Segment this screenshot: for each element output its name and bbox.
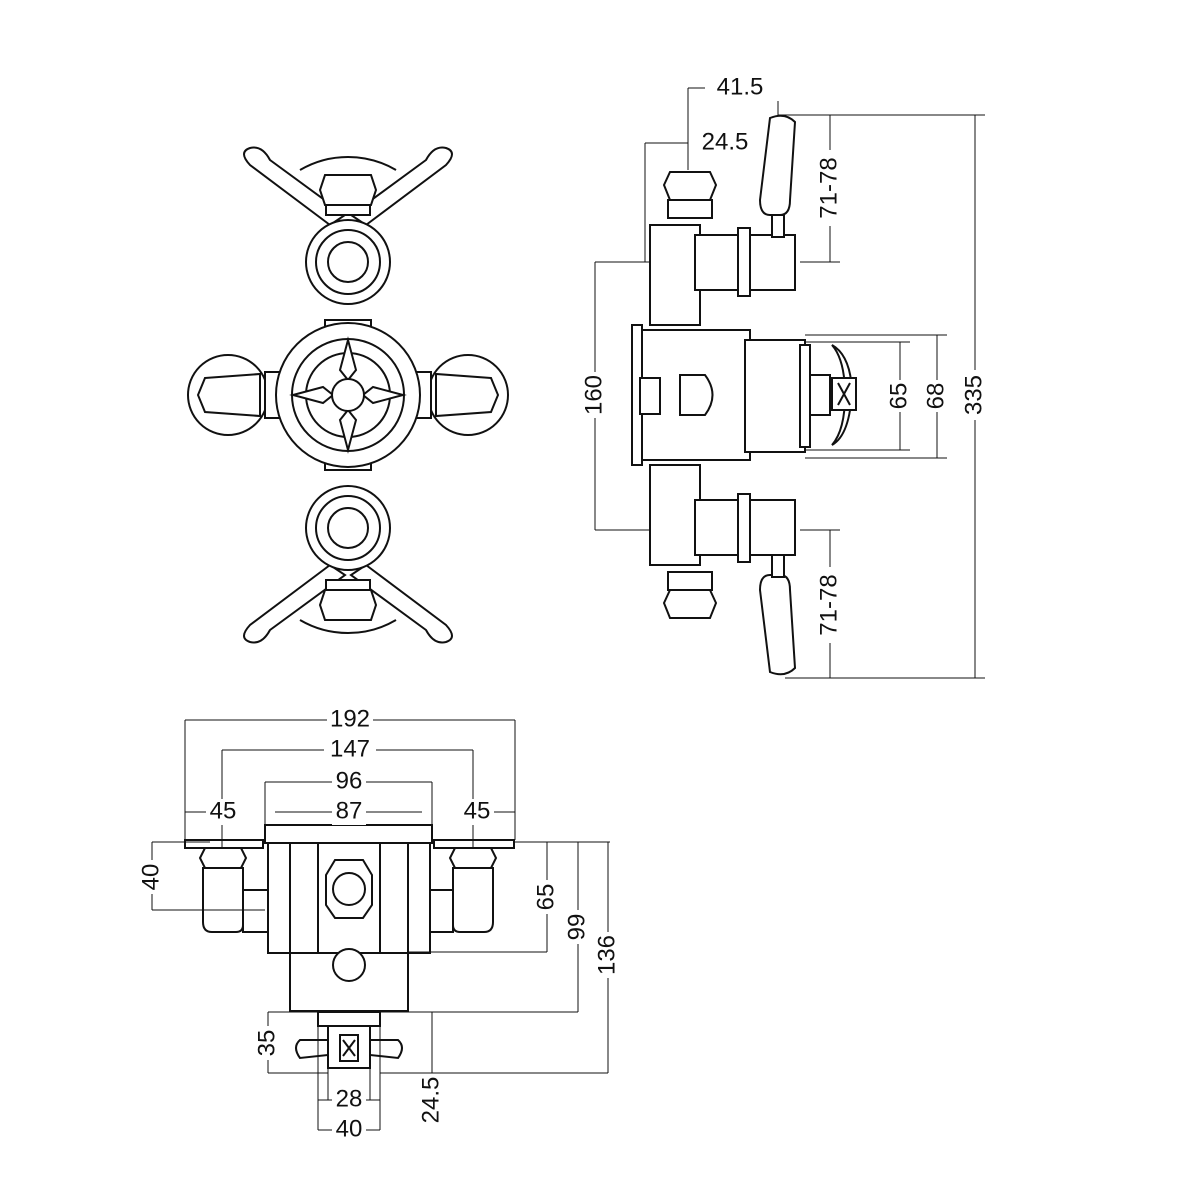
- dim-45-left: 45: [210, 797, 237, 824]
- dim-99: 99: [563, 914, 590, 941]
- right-inlet: [452, 867, 494, 933]
- dim-65: 65: [885, 383, 912, 410]
- wall-plate: [264, 824, 433, 844]
- dim-68: 68: [922, 383, 949, 410]
- dim-335: 335: [960, 375, 987, 415]
- dim-24.5-spindle: 24.5: [417, 1077, 444, 1124]
- dim-96: 96: [336, 767, 363, 794]
- dim-40-depth: 40: [137, 864, 164, 891]
- dim-28: 28: [336, 1085, 363, 1112]
- top-inlet-body: [649, 224, 701, 326]
- top-nut: [662, 171, 718, 201]
- plan-view: [184, 824, 515, 1069]
- dim-65-depth: 65: [532, 884, 559, 911]
- dim-160: 160: [580, 375, 607, 415]
- dim-71-78-top: 71-78: [815, 157, 842, 218]
- side-view-dimensions: 41.5 24.5 71-78 335 160 65 68 71-78: [580, 73, 988, 679]
- top-lever: [758, 114, 797, 216]
- top-nut: [318, 174, 378, 206]
- bottom-nut: [318, 589, 378, 621]
- plan-view-dimensions: 192 147 96 87 45 45 40 65 99 136 35 24.5…: [137, 705, 621, 1143]
- dim-136: 136: [593, 935, 620, 975]
- side-view: [631, 114, 857, 676]
- bottom-lever-handles: [243, 563, 453, 644]
- rotation-arrow-top: [299, 156, 397, 171]
- top-lever-handles: [243, 146, 453, 227]
- left-inlet: [202, 867, 244, 933]
- dim-147: 147: [330, 735, 370, 762]
- dim-24.5: 24.5: [702, 128, 749, 155]
- dim-41.5: 41.5: [717, 73, 764, 100]
- dim-192: 192: [330, 705, 370, 732]
- bottom-nut: [662, 589, 718, 619]
- dim-35: 35: [253, 1030, 280, 1057]
- dim-45-right: 45: [464, 797, 491, 824]
- rotation-arrow-bottom: [299, 619, 397, 634]
- bottom-inlet-body: [649, 464, 701, 566]
- diverter-handle: [295, 1039, 403, 1060]
- dim-71-78-bottom: 71-78: [815, 574, 842, 635]
- dim-87: 87: [336, 797, 363, 824]
- diverter-handle: [831, 344, 854, 446]
- dim-40-spindle: 40: [336, 1115, 363, 1142]
- front-view: [187, 146, 509, 644]
- bottom-lever: [758, 574, 797, 676]
